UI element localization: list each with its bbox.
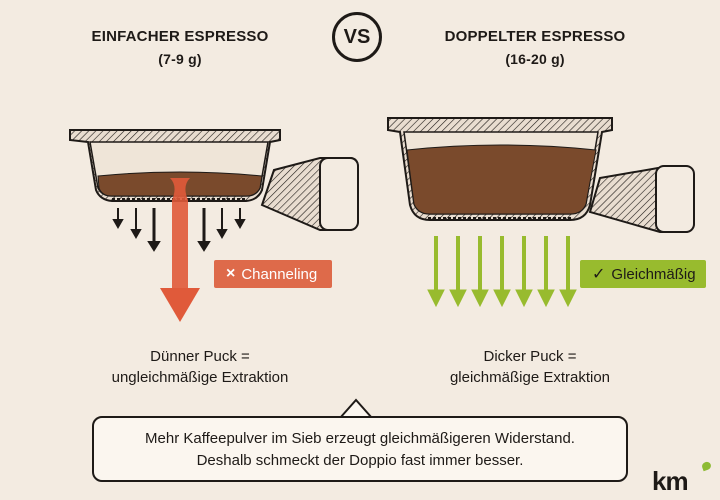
arrow-down-icon: [216, 229, 228, 240]
vs-label: VS: [343, 25, 371, 48]
single-caption-line1: Dünner Puck =: [150, 348, 250, 365]
double-espresso-dose: (16-20 g): [505, 51, 565, 67]
brand-logo: km: [652, 466, 689, 496]
arrow-down-icon: [234, 219, 246, 230]
double-coffee-puck: [406, 144, 597, 215]
double-caption-line1: Dicker Puck =: [483, 348, 577, 365]
channeling-tag: × Channeling: [214, 260, 332, 288]
single-espresso-dose: (7-9 g): [158, 51, 202, 67]
single-espresso-heading: EINFACHER ESPRESSO: [91, 28, 269, 45]
single-handle-grip: [319, 157, 359, 231]
arrow-down-icon: [537, 289, 555, 308]
note-pointer: [339, 398, 373, 419]
arrow-down-icon: [559, 289, 577, 308]
double-caption-line2: gleichmäßige Extraktion: [449, 369, 611, 386]
summary-note: Mehr Kaffeepulver im Sieb erzeugt gleich…: [92, 416, 628, 482]
summary-note-line2: Deshalb schmeckt der Doppio fast immer b…: [196, 452, 524, 469]
x-icon: ×: [226, 265, 236, 282]
channel-stream: [170, 178, 190, 290]
channel-arrow-icon: [160, 288, 200, 322]
single-caption: Dünner Puck = ungleichmäßige Extraktion: [70, 346, 330, 388]
arrow-down-icon: [112, 219, 124, 230]
even-tag: ✓ Gleichmäßig: [580, 260, 706, 288]
arrow-down-icon: [471, 289, 489, 308]
arrow-down-icon: [515, 289, 533, 308]
single-espresso-title: EINFACHER ESPRESSO (7-9 g): [60, 26, 300, 70]
even-tag-label: Gleichmäßig: [611, 265, 696, 283]
arrow-down-icon: [427, 289, 445, 308]
double-espresso-title: DOPPELTER ESPRESSO (16-20 g): [405, 26, 665, 70]
arrow-down-icon: [449, 289, 467, 308]
double-portafilter: [387, 117, 695, 308]
arrow-down-icon: [130, 229, 142, 240]
single-caption-line2: ungleichmäßige Extraktion: [111, 369, 289, 386]
double-espresso-heading: DOPPELTER ESPRESSO: [444, 28, 626, 45]
double-handle-grip: [655, 165, 695, 233]
check-icon: ✓: [592, 266, 606, 283]
arrow-down-icon: [197, 241, 211, 252]
arrow-down-icon: [147, 241, 161, 252]
vs-badge: VS: [332, 12, 382, 62]
single-portafilter: [69, 129, 359, 322]
double-caption: Dicker Puck = gleichmäßige Extraktion: [410, 346, 650, 388]
summary-note-line1: Mehr Kaffeepulver im Sieb erzeugt gleich…: [145, 430, 575, 447]
arrow-down-icon: [493, 289, 511, 308]
channeling-tag-label: Channeling: [241, 265, 318, 283]
